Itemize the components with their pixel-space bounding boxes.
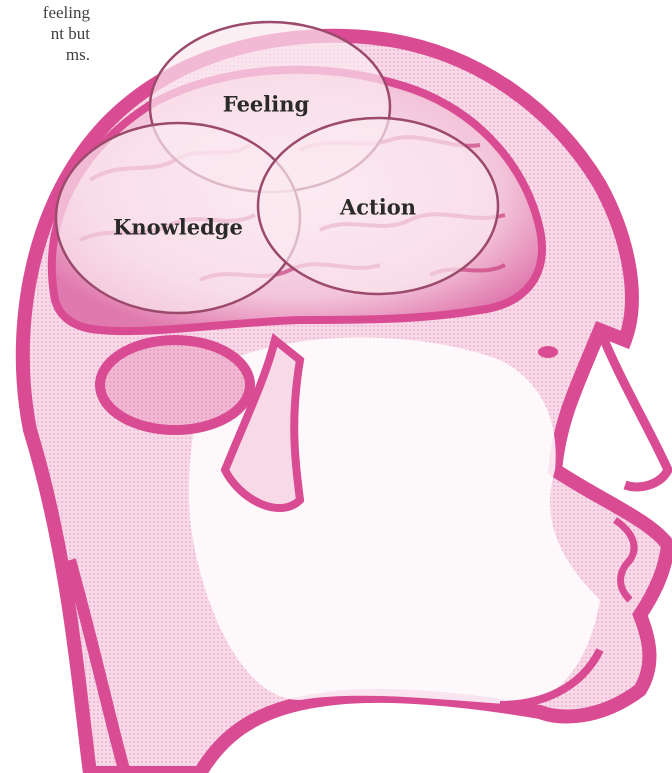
caption-line: feeling [0, 2, 90, 23]
action-label: Action [340, 195, 416, 220]
nose-line [600, 330, 668, 487]
caption-line: ms. [0, 44, 90, 65]
caption-fragment: feeling nt but ms. [0, 2, 90, 65]
eye [538, 346, 558, 358]
feeling-label: Feeling [223, 92, 309, 117]
caption-line: nt but [0, 23, 90, 44]
knowledge-label: Knowledge [113, 215, 243, 240]
